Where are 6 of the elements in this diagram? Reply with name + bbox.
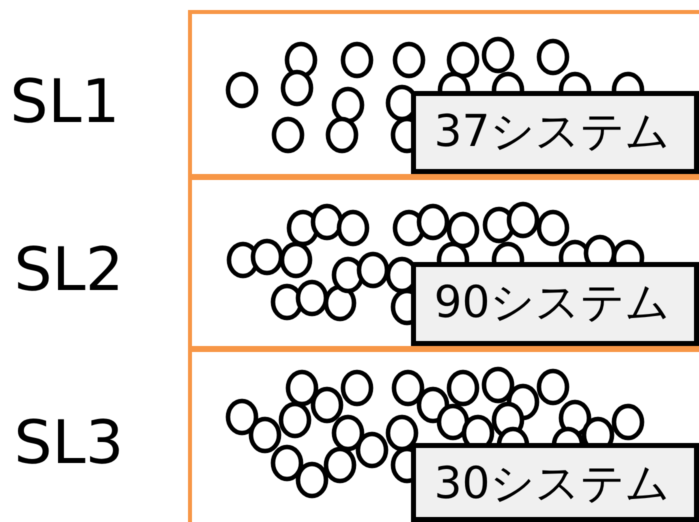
count-box: 37システム [411, 91, 699, 174]
row-label: SL1 [10, 72, 120, 132]
row-label: SL3 [14, 413, 124, 473]
count-box: 30システム [411, 443, 699, 522]
row-label: SL2 [14, 240, 124, 300]
count-box: 90システム [411, 262, 699, 346]
